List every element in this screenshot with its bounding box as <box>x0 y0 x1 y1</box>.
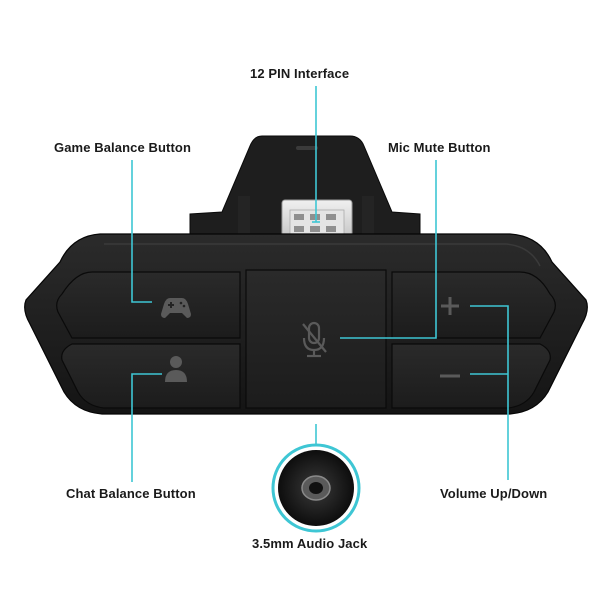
callout-chat-balance <box>131 373 162 482</box>
pin-connector-inner <box>289 209 345 237</box>
pin-slot <box>294 226 304 232</box>
pin-slot <box>294 214 304 220</box>
label-game-balance: Game Balance Button <box>54 140 191 155</box>
mic-muted-icon <box>302 321 327 358</box>
pin-slot <box>326 226 336 232</box>
mount-slot <box>296 146 318 150</box>
pin-slot <box>310 214 320 220</box>
callout-lines <box>131 86 509 482</box>
label-volume: Volume Up/Down <box>440 486 548 501</box>
volume-up-button[interactable] <box>391 271 556 339</box>
label-chat-balance: Chat Balance Button <box>66 486 196 501</box>
label-pin-interface: 12 PIN Interface <box>250 66 350 81</box>
plus-icon <box>441 297 459 315</box>
pin-slot <box>326 214 336 220</box>
callout-game-balance <box>131 160 152 303</box>
volume-down-button[interactable] <box>391 343 551 409</box>
audio-jack <box>271 443 361 533</box>
adapter-body-highlight <box>104 243 541 267</box>
person-icon <box>165 356 187 382</box>
pin-slot <box>310 226 320 232</box>
gamepad-icon <box>161 298 191 318</box>
callout-mic-mute <box>340 160 437 339</box>
callout-volume-up <box>470 305 509 480</box>
chat-balance-button[interactable] <box>61 343 241 409</box>
label-audio-jack: 3.5mm Audio Jack <box>252 536 368 551</box>
label-mic-mute: Mic Mute Button <box>388 140 491 155</box>
game-balance-button[interactable] <box>56 271 241 339</box>
